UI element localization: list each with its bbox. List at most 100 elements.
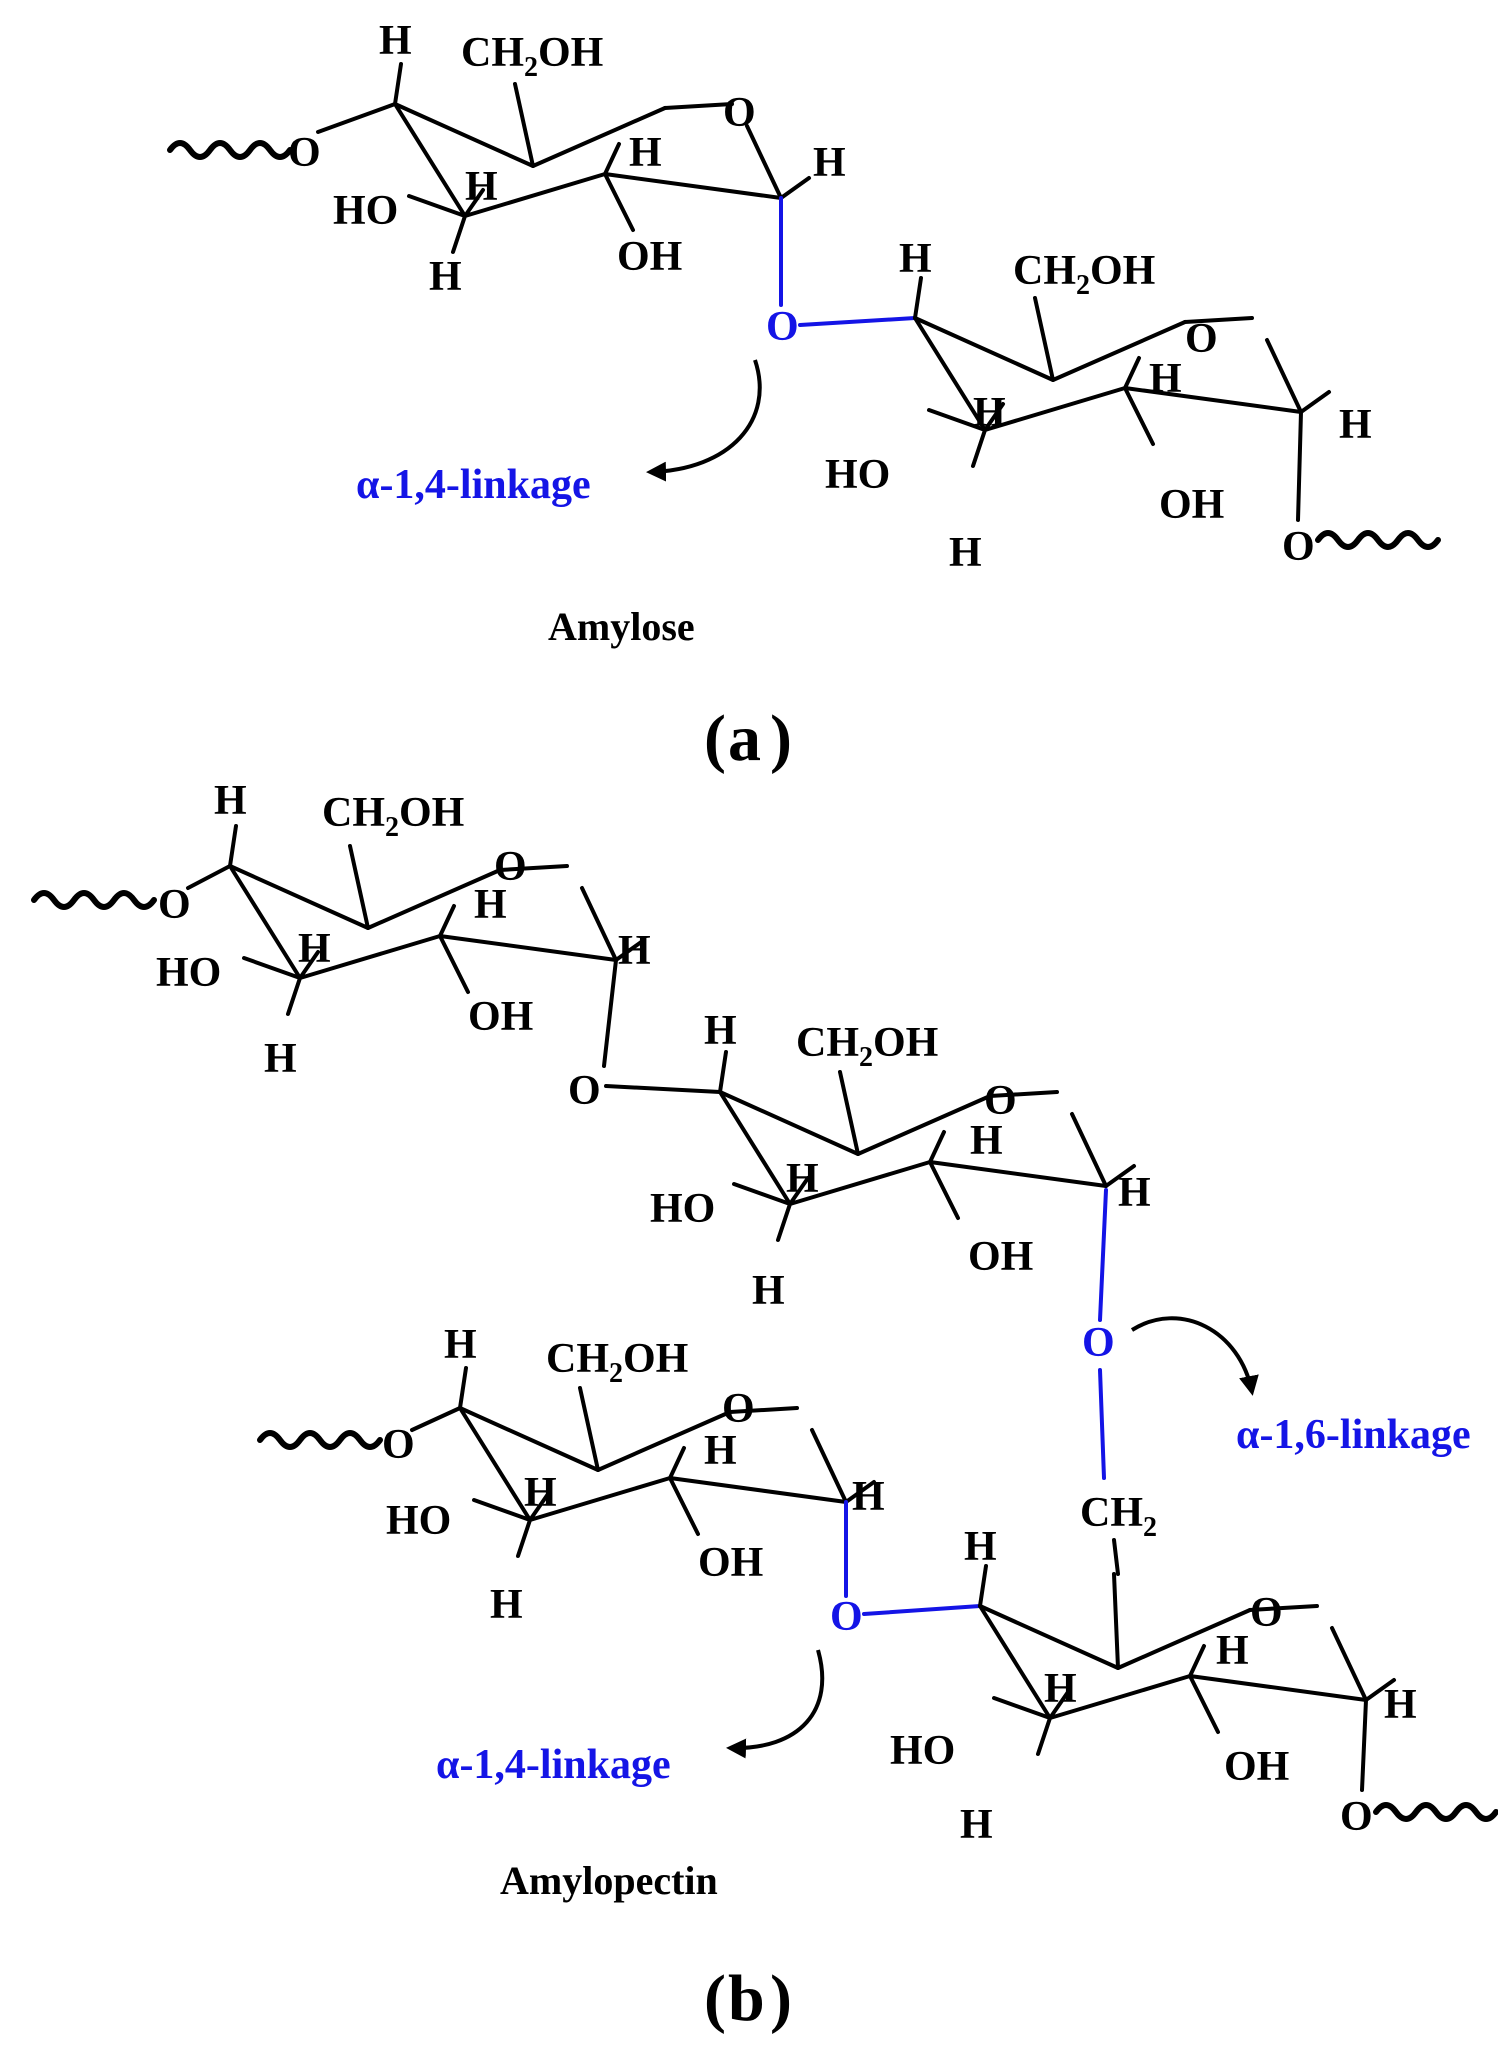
linkage-label-14: α-1,4-linkage [436, 1742, 671, 1788]
ring-atom-h: H [949, 530, 982, 576]
ring-oxygen: O [984, 1078, 1017, 1124]
ring-atom-ho: HO [650, 1186, 715, 1232]
ring-atom-h: H [1118, 1170, 1151, 1216]
ring-atom-h: H [704, 1428, 737, 1474]
panel-a: H CH2OH O H H H HO OH H O O α-1,4-linkag… [167, 18, 1441, 775]
ring-atom-h: H [465, 164, 498, 210]
ring-atom-oh: OH [617, 234, 682, 280]
ring-atom-ho: HO [156, 950, 221, 996]
chain-wavy-left [167, 140, 293, 160]
linkage-oxygen: O [568, 1068, 601, 1114]
svg-text:a: a [728, 702, 761, 775]
ring-atom-h: H [752, 1268, 785, 1314]
linkage-arrow [1130, 1316, 1259, 1396]
ring-atom-ho: HO [386, 1498, 451, 1544]
bond-c1-o-right [1296, 410, 1303, 522]
linkage-label-16: α-1,6-linkage [1236, 1412, 1471, 1458]
alpha-14-bond-right [862, 1604, 982, 1616]
ring-atom-ch2oh: CH2OH [322, 790, 464, 843]
ring-atom-h: H [629, 130, 662, 176]
ring-atom-h: H [524, 1470, 557, 1516]
ring-atom-h: H [1044, 1666, 1077, 1712]
panel-label-a: ( a ) [704, 702, 792, 775]
ring-atom-h: H [704, 1008, 737, 1054]
svg-text:b: b [728, 1962, 765, 2035]
glycosidic-oxygen-right: O [1282, 524, 1315, 570]
alpha-16-bond-down [1098, 1368, 1106, 1480]
svg-text:(: ( [704, 702, 726, 775]
ring-atom-h: H [786, 1156, 819, 1202]
ring-oxygen: O [494, 844, 527, 890]
ring-atom-h: H [973, 390, 1006, 436]
glycosidic-oxygen-left: O [288, 130, 321, 176]
ring-atom-h: H [1149, 356, 1182, 402]
amylopectin-ring-3: H CH2OH O H H H HO OH H [386, 1322, 885, 1628]
chain-wavy-right [1315, 530, 1441, 550]
amylopectin-ring-1: H CH2OH O H H H HO OH H [156, 778, 651, 1082]
alpha-14-bond-right [798, 316, 917, 327]
ring-atom-ch2oh: CH2OH [1013, 248, 1155, 301]
ring-atom-ch2oh: CH2OH [796, 1020, 938, 1073]
ring-atom-h: H [1339, 402, 1372, 448]
ring-atom-oh: OH [468, 994, 533, 1040]
ring-atom-h: H [813, 140, 846, 186]
linkage-arrow [726, 1649, 825, 1759]
ring-atom-h: H [298, 926, 331, 972]
linkage-arrow [646, 359, 762, 482]
ring-atom-h: H [618, 928, 651, 974]
amylose-ring-2: H CH2OH O H H H HO OH H [825, 236, 1372, 576]
linkage-oxygen: O [766, 304, 799, 350]
bond-c1-o-right [1360, 1698, 1368, 1792]
ring-atom-oh: OH [1159, 482, 1224, 528]
bond-o-c4 [316, 102, 397, 134]
bond-c1-o [602, 958, 618, 1068]
ring-atom-ch2: CH2 [1080, 1490, 1157, 1543]
ring-atom-ch2oh: CH2OH [546, 1336, 688, 1389]
ring-oxygen: O [1185, 316, 1218, 362]
bond-o-c4 [410, 1406, 462, 1432]
ring-atom-ho: HO [890, 1728, 955, 1774]
panel-b: H CH2OH O H H H HO OH H O O H CH2OH O H … [31, 778, 1498, 2035]
bond-ch2-c5 [1112, 1538, 1120, 1576]
glycosidic-oxygen-right: O [1340, 1794, 1373, 1840]
svg-text:(: ( [704, 1962, 726, 2035]
ring-atom-h: H [852, 1474, 885, 1520]
linkage-oxygen: O [830, 1594, 863, 1640]
bond-o-c4 [186, 864, 232, 890]
bond-o-c4 [604, 1084, 722, 1094]
ring-atom-h: H [379, 18, 412, 64]
alpha-16-bond-up [1098, 1188, 1108, 1322]
glycosidic-oxygen-left: O [382, 1422, 415, 1468]
svg-text:): ) [770, 702, 792, 775]
ring-atom-h: H [899, 236, 932, 282]
amylopectin-ring-4: H O H H H HO OH H [890, 1524, 1417, 1848]
molecule-title: Amylopectin [500, 1858, 718, 1903]
ring-atom-h: H [490, 1582, 523, 1628]
ring-atom-h: H [1384, 1682, 1417, 1728]
ring-atom-h: H [429, 254, 462, 300]
chain-wavy-right [1373, 1802, 1498, 1822]
ring-atom-h: H [970, 1118, 1003, 1164]
ring-atom-h: H [264, 1036, 297, 1082]
ring-atom-h: H [214, 778, 247, 824]
ring-atom-oh: OH [698, 1540, 763, 1586]
ring-oxygen: O [723, 90, 756, 136]
ring-atom-h: H [964, 1524, 997, 1570]
ring-atom-h: H [444, 1322, 477, 1368]
linkage-label: α-1,4-linkage [356, 462, 591, 508]
molecule-title: Amylose [548, 604, 695, 649]
ring-oxygen: O [1250, 1590, 1283, 1636]
ring-atom-ch2oh: CH2OH [461, 30, 603, 83]
ring-atom-h: H [474, 882, 507, 928]
ring-atom-h: H [1216, 1628, 1249, 1674]
ring-atom-h: H [960, 1802, 993, 1848]
ring-atom-oh: OH [968, 1234, 1033, 1280]
ring-atom-oh: OH [1224, 1744, 1289, 1790]
amylose-ring-1: H CH2OH O H H H HO OH H [333, 18, 846, 300]
ring-oxygen: O [722, 1386, 755, 1432]
svg-text:): ) [770, 1962, 792, 2035]
glycosidic-oxygen-left: O [158, 882, 191, 928]
ring-atom-ho: HO [825, 452, 890, 498]
ring-atom-ho: HO [333, 188, 398, 234]
